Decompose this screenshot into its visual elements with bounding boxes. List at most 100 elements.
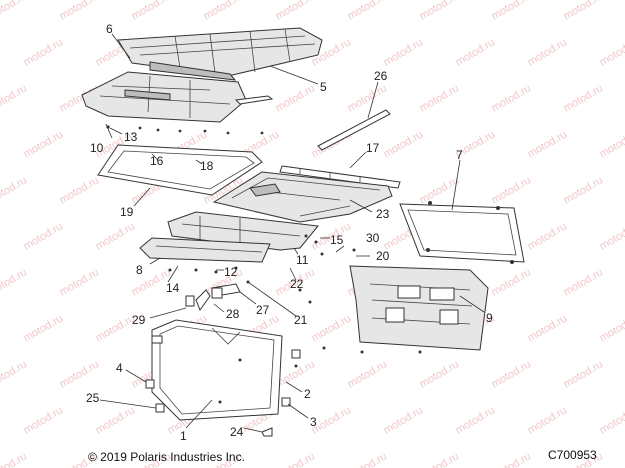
callout-10: 10: [90, 141, 104, 155]
part-17-roof-support: [279, 165, 401, 189]
watermark-text: motod.ru: [0, 174, 29, 206]
callout-7: 7: [456, 148, 463, 162]
watermark-text: motod.ru: [0, 450, 29, 468]
watermark-text: motod.ru: [0, 358, 29, 390]
part-26-seal-strip: [317, 109, 391, 151]
watermark-text: motod.ru: [22, 312, 66, 344]
watermark-text: motod.ru: [0, 82, 29, 114]
watermark-text: motod.ru: [490, 174, 534, 206]
part-23-headliner-panel: [212, 171, 393, 223]
watermark-text: motod.ru: [274, 450, 318, 468]
watermark-text: motod.ru: [22, 404, 66, 436]
callout-21: 21: [294, 313, 308, 327]
watermark-text: motod.ru: [94, 404, 138, 436]
windshield-hardware: [145, 287, 301, 437]
callout-29: 29: [132, 313, 146, 327]
callout-12: 12: [224, 265, 238, 279]
watermark-text: motod.ru: [598, 220, 625, 252]
callout-23: 23: [376, 207, 390, 221]
watermark-text: motod.ru: [22, 36, 66, 68]
watermark-text: motod.ru: [346, 0, 390, 23]
watermark-text: motod.ru: [598, 128, 625, 160]
callout-13: 13: [124, 130, 138, 144]
callout-labels: 6 5 26 13 10 16 18 17 7 19 23 30 15 20 1…: [86, 22, 493, 443]
part-7-rear-window: [399, 201, 525, 264]
copyright-notice: © 2019 Polaris Industries Inc.: [88, 450, 245, 464]
watermark-text: motod.ru: [598, 36, 625, 68]
callout-30: 30: [366, 231, 380, 245]
callout-20: 20: [376, 249, 390, 263]
watermark-text: motod.ru: [490, 358, 534, 390]
callout-11: 11: [296, 253, 309, 267]
watermark-text: motod.ru: [490, 82, 534, 114]
watermark-text: motod.ru: [0, 0, 29, 23]
watermark-text: motod.ru: [418, 82, 462, 114]
watermark-text: motod.ru: [58, 358, 102, 390]
callout-28: 28: [226, 307, 240, 321]
callout-18: 18: [200, 159, 214, 173]
callout-24: 24: [230, 425, 244, 439]
watermark-text: motod.ru: [598, 404, 625, 436]
watermark-text: motod.ru: [202, 0, 246, 23]
watermark-text: motod.ru: [490, 266, 534, 298]
callout-25: 25: [86, 391, 100, 405]
figure-id: C700953: [548, 448, 597, 462]
watermark-text: motod.ru: [526, 128, 570, 160]
callout-16: 16: [150, 154, 164, 168]
callout-14: 14: [166, 281, 180, 295]
watermark-text: motod.ru: [526, 220, 570, 252]
part-seal-left: [234, 95, 274, 105]
callout-27: 27: [256, 303, 270, 317]
callout-8: 8: [136, 263, 143, 277]
watermark-text: motod.ru: [0, 266, 29, 298]
part-5-roof-shell: [81, 71, 247, 123]
watermark-text: motod.ru: [562, 174, 606, 206]
watermark-text: motod.ru: [418, 0, 462, 23]
watermark-text: motod.ru: [382, 128, 426, 160]
watermark-text: motod.ru: [562, 0, 606, 23]
callout-4: 4: [116, 361, 123, 375]
watermark-text: motod.ru: [94, 220, 138, 252]
watermark-text: motod.ru: [346, 450, 390, 468]
watermark-text: motod.ru: [490, 450, 534, 468]
watermark-text: motod.ru: [418, 450, 462, 468]
callout-5: 5: [320, 80, 327, 94]
watermark-text: motod.ru: [382, 36, 426, 68]
watermark-text: motod.ru: [274, 82, 318, 114]
callout-3: 3: [310, 415, 317, 429]
watermark-text: motod.ru: [562, 266, 606, 298]
watermark-text: motod.ru: [274, 0, 318, 23]
watermark-text: motod.ru: [58, 174, 102, 206]
callout-2: 2: [304, 387, 311, 401]
watermark-text: motod.ru: [418, 358, 462, 390]
watermark-text: motod.ru: [454, 36, 498, 68]
part-6-roof-top: [117, 27, 323, 81]
watermark-text: motod.ru: [22, 220, 66, 252]
watermark-text: motod.ru: [130, 0, 174, 23]
leader-lines: [99, 33, 485, 433]
watermark-text: motod.ru: [526, 36, 570, 68]
fastener-dots: [168, 234, 422, 404]
watermark-text: motod.ru: [58, 0, 102, 23]
part-1-windshield: [151, 319, 283, 421]
watermark-text: motod.ru: [526, 404, 570, 436]
part-22-middle-tray: [167, 211, 319, 251]
callout-17: 17: [366, 141, 380, 155]
callout-22: 22: [290, 277, 304, 291]
callout-26: 26: [374, 69, 388, 83]
watermark-text: motod.ru: [418, 174, 462, 206]
callout-6: 6: [106, 22, 113, 36]
watermark-text: motod.ru: [346, 82, 390, 114]
callout-9: 9: [486, 311, 493, 325]
watermark-text: motod.ru: [346, 358, 390, 390]
part-8-lower-tray: [139, 237, 271, 263]
part-9-rear-panel: [349, 265, 489, 351]
watermark-text: motod.ru: [382, 404, 426, 436]
watermark-text: motod.ru: [58, 266, 102, 298]
watermark-text: motod.ru: [526, 312, 570, 344]
watermark-text: motod.ru: [94, 312, 138, 344]
watermark-text: motod.ru: [454, 404, 498, 436]
watermark-text: motod.ru: [562, 358, 606, 390]
